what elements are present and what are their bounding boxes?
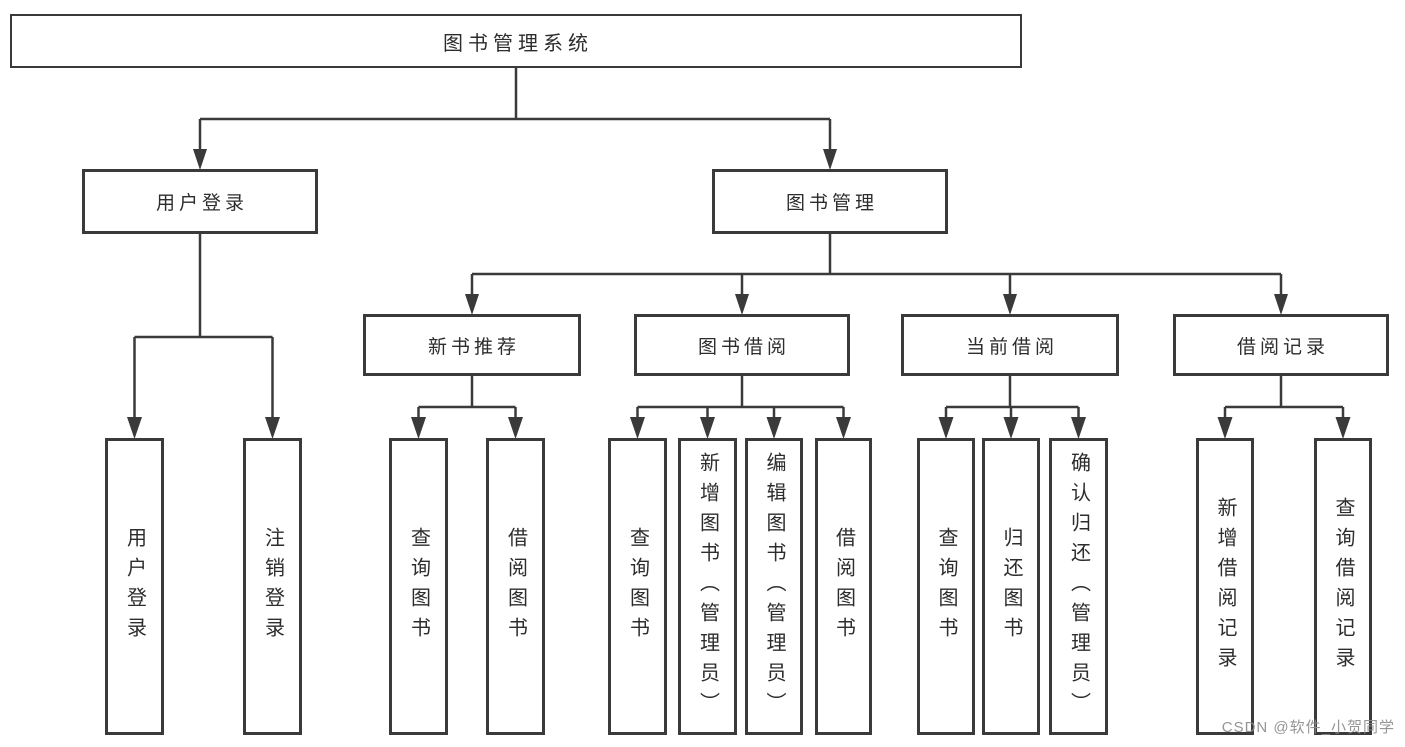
watermark: CSDN @软件_小贺同学 [1221, 719, 1395, 736]
arrowhead-icon [1335, 417, 1351, 439]
arrowhead-icon [735, 294, 749, 315]
node-label: 图书管理 [785, 193, 878, 214]
arrowhead-icon [1003, 417, 1019, 439]
arrowhead-icon [938, 417, 954, 439]
node-user-login: 用户登录 [82, 169, 318, 234]
leaf-bookborrow-add-book-admin: 新增图书（管理员） [678, 438, 737, 735]
arrowhead-icon [1217, 417, 1233, 439]
arrowhead-icon [193, 149, 207, 170]
arrowhead-icon [1003, 294, 1017, 315]
node-label: 归还图书 [1000, 526, 1022, 647]
arrowhead-icon [1071, 417, 1086, 439]
node-label: 借阅记录 [1236, 336, 1329, 358]
leaf-currentborrow-confirm-return-admin: 确认归还（管理员） [1049, 438, 1108, 735]
node-label: 查询图书 [626, 526, 649, 647]
arrowhead-icon [823, 149, 837, 170]
node-label: 借阅图书 [832, 526, 855, 647]
arrowhead-icon [411, 417, 426, 439]
arrowhead-icon [1274, 294, 1288, 315]
node-label: 用户登录 [155, 193, 248, 214]
node-label: 编辑图书（管理员） [763, 451, 785, 722]
node-label: 用户登录 [123, 526, 146, 647]
arrowhead-icon [508, 417, 523, 439]
node-label: 查询图书 [935, 526, 957, 647]
node-current-borrow: 当前借阅 [901, 314, 1119, 376]
node-label: 新增借阅记录 [1214, 496, 1236, 677]
node-label: 新增图书（管理员） [696, 451, 719, 722]
leaf-bookborrow-query-book: 查询图书 [608, 438, 667, 735]
node-label: 查询图书 [407, 526, 430, 647]
leaf-bookborrow-edit-book-admin: 编辑图书（管理员） [745, 438, 803, 735]
arrowhead-icon [127, 417, 142, 439]
leaf-user-login: 用户登录 [105, 438, 164, 735]
leaf-logout: 注销登录 [243, 438, 302, 735]
arrowhead-icon [465, 294, 479, 315]
leaf-currentborrow-query-book: 查询图书 [917, 438, 975, 735]
node-book-borrow: 图书借阅 [634, 314, 850, 376]
node-library-management-system: 图书管理系统 [10, 14, 1022, 68]
leaf-bookborrow-borrow-book: 借阅图书 [815, 438, 872, 735]
node-label: 查询借阅记录 [1332, 496, 1354, 677]
node-label: 借阅图书 [504, 526, 527, 647]
node-label: 注销登录 [261, 526, 284, 647]
node-label: 新书推荐 [427, 336, 520, 358]
leaf-borrowrecord-add-record: 新增借阅记录 [1196, 438, 1254, 735]
leaf-borrowrecord-query-record: 查询借阅记录 [1314, 438, 1372, 735]
arrowhead-icon [630, 417, 645, 439]
leaf-currentborrow-return-book: 归还图书 [982, 438, 1040, 735]
node-label: 当前借阅 [965, 336, 1058, 358]
node-label: 确认归还（管理员） [1067, 451, 1090, 722]
arrowhead-icon [766, 417, 782, 439]
node-new-book-recommend: 新书推荐 [363, 314, 581, 376]
arrowhead-icon [836, 417, 851, 439]
node-borrow-record: 借阅记录 [1173, 314, 1389, 376]
arrowhead-icon [265, 417, 280, 439]
arrowhead-icon [700, 417, 715, 439]
leaf-newbook-borrow-book: 借阅图书 [486, 438, 545, 735]
node-label: 图书管理系统 [443, 32, 593, 55]
node-label: 图书借阅 [697, 336, 790, 358]
leaf-newbook-query-book: 查询图书 [389, 438, 448, 735]
node-book-management: 图书管理 [712, 169, 948, 234]
